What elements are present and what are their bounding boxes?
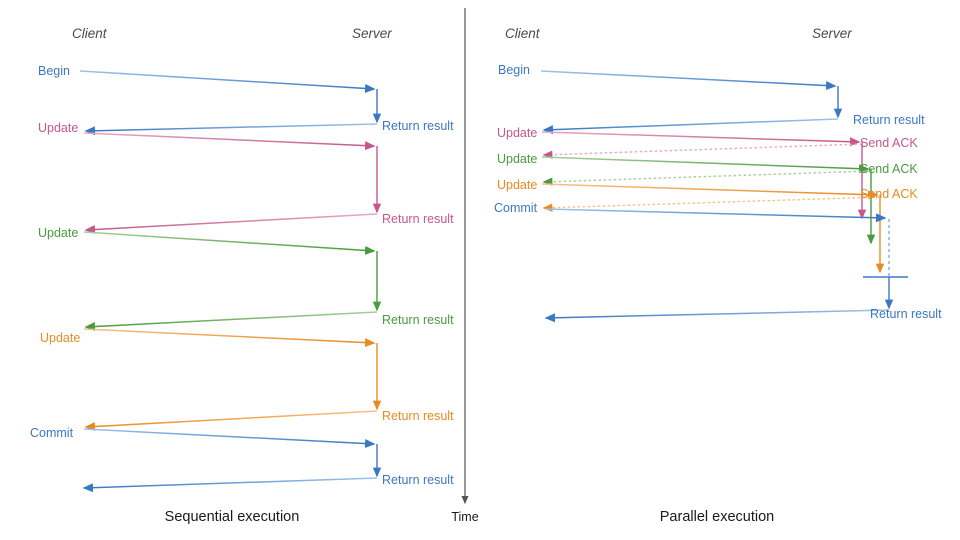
par-label-ack-1: Send ACK xyxy=(860,136,918,150)
par-label-return-2: Return result xyxy=(870,307,942,321)
time-axis: Time xyxy=(451,8,479,524)
message-arrow-update-1 xyxy=(83,132,376,151)
par-ack-arrow-3 xyxy=(542,196,881,212)
message-arrow-update-2 xyxy=(83,231,376,255)
message-arrow-return-1 xyxy=(84,123,378,136)
par-message-arrow-commit xyxy=(545,208,887,223)
label-begin: Begin xyxy=(38,64,70,78)
label-return-4: Return result xyxy=(382,409,454,423)
message-arrow-commit xyxy=(83,428,376,449)
par-ack-arrow-1 xyxy=(542,143,863,159)
label-update-2: Update xyxy=(38,226,78,240)
par-message-arrow-update-1 xyxy=(541,131,861,147)
par-message-arrow-update-2 xyxy=(541,156,870,174)
panel-sequential: Client Server Begin Update Update Update… xyxy=(30,26,454,525)
par-actor-client-label: Client xyxy=(505,26,541,41)
par-label-ack-3: Send ACK xyxy=(860,187,918,201)
label-update-3: Update xyxy=(40,331,80,345)
message-arrow-return-3 xyxy=(84,311,378,332)
message-arrow-return-5 xyxy=(82,477,378,493)
par-label-return-1: Return result xyxy=(853,113,925,127)
label-commit: Commit xyxy=(30,426,74,440)
par-label-update-2: Update xyxy=(497,152,537,166)
caption-sequential: Sequential execution xyxy=(165,509,300,525)
par-label-update-3: Update xyxy=(497,178,537,192)
par-label-commit: Commit xyxy=(494,201,538,215)
caption-parallel: Parallel execution xyxy=(660,509,774,525)
label-return-5: Return result xyxy=(382,473,454,487)
par-label-ack-2: Send ACK xyxy=(860,162,918,176)
par-message-arrow-return-2 xyxy=(544,309,890,323)
message-arrow-update-3 xyxy=(83,328,376,348)
panel-parallel: Client Server Begin Update Update Update… xyxy=(494,26,942,525)
par-label-update-1: Update xyxy=(497,126,537,140)
label-update-1: Update xyxy=(38,121,78,135)
par-message-arrow-update-3 xyxy=(541,183,879,200)
par-message-arrow-begin xyxy=(540,70,837,91)
actor-server-label: Server xyxy=(352,26,392,41)
time-axis-label: Time xyxy=(451,510,478,524)
message-arrow-return-2 xyxy=(84,213,378,234)
par-label-begin: Begin xyxy=(498,63,530,77)
label-return-2: Return result xyxy=(382,212,454,226)
par-message-arrow-return-1 xyxy=(542,118,839,135)
message-arrow-begin xyxy=(79,70,376,93)
message-arrow-return-4 xyxy=(84,410,378,431)
par-ack-arrow-2 xyxy=(542,170,872,186)
actor-client-label: Client xyxy=(72,26,108,41)
label-return-1: Return result xyxy=(382,119,454,133)
label-return-3: Return result xyxy=(382,313,454,327)
par-actor-server-label: Server xyxy=(812,26,852,41)
